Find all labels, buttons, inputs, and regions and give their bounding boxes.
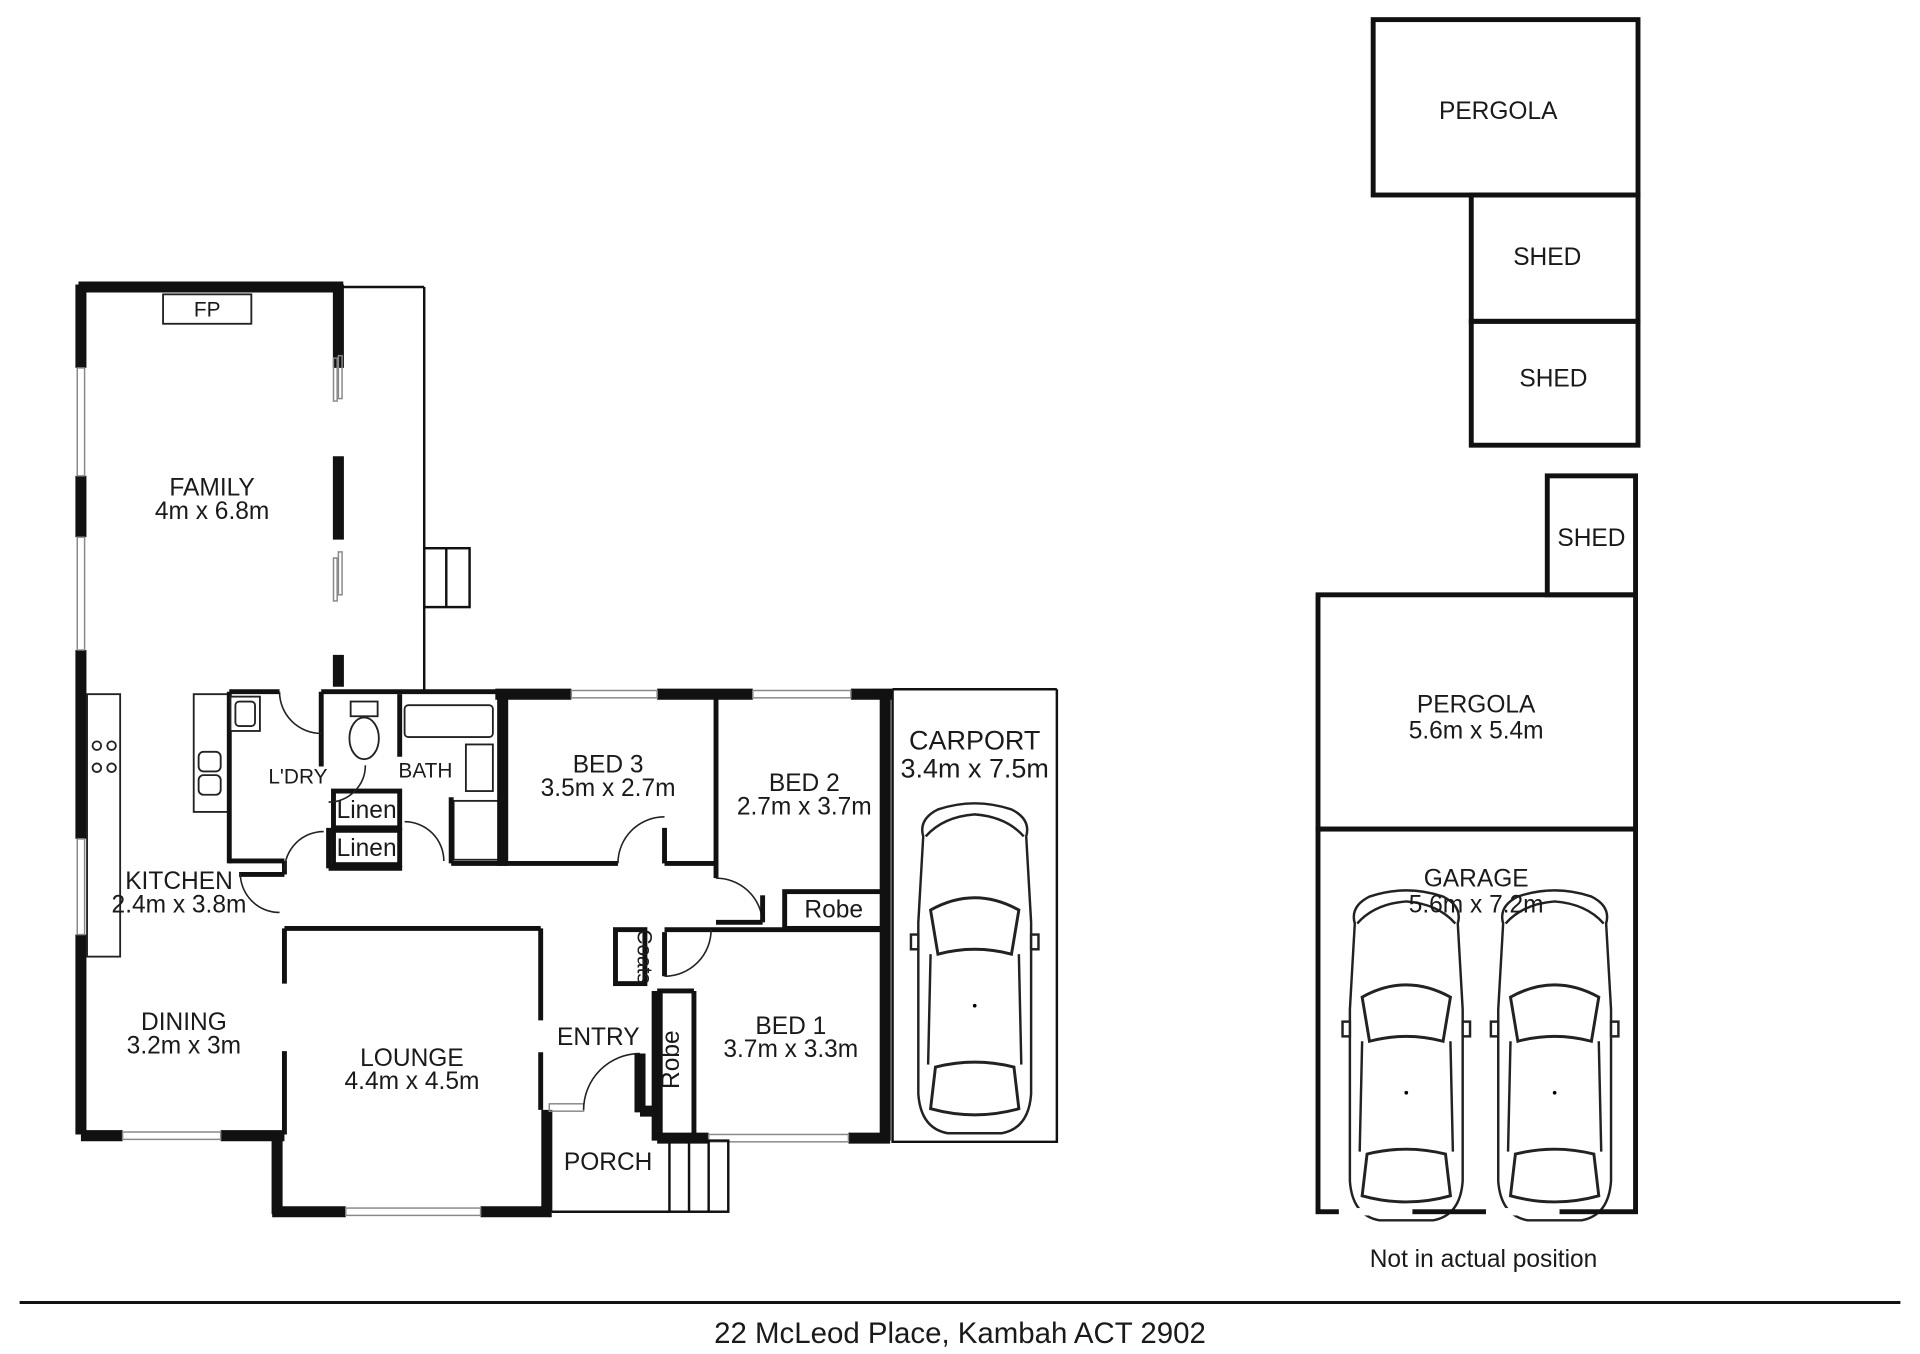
fireplace <box>162 293 253 325</box>
kitchen-size: 2.4m x 3.8m <box>112 891 247 918</box>
linen-label-1: Linen <box>337 797 397 824</box>
pergola-label: PERGOLA <box>1417 692 1536 719</box>
shed-3-label: SHED <box>1557 525 1625 552</box>
shed-1-label: SHED <box>1513 244 1581 271</box>
family-label: FAMILY <box>169 474 254 501</box>
linen-label-2: Linen <box>337 835 397 862</box>
bed2-label: BED 2 <box>769 770 840 797</box>
car-carport <box>909 801 1040 1135</box>
bed3-label: BED 3 <box>573 752 644 779</box>
shed-2-label: SHED <box>1519 365 1587 392</box>
dining-size: 3.2m x 3m <box>127 1033 241 1060</box>
wet-area-walls <box>226 689 504 914</box>
kitchen-bench <box>86 693 229 958</box>
bed1-robe-label: Robe <box>658 1030 685 1089</box>
bath-label: BATH <box>398 760 452 783</box>
address: 22 McLeod Place, Kambah ACT 2902 <box>714 1317 1206 1350</box>
dining-label: DINING <box>141 1009 227 1036</box>
bed2-size: 2.7m x 3.7m <box>737 793 872 820</box>
garage-size: 5.6m x 7.2m <box>1409 891 1544 918</box>
bedroom-wing-walls <box>495 688 893 1144</box>
carport-size: 3.4m x 7.5m <box>901 754 1049 784</box>
shed-2 <box>1468 318 1641 448</box>
lounge-label: LOUNGE <box>360 1045 464 1072</box>
coats-label: Coats <box>633 929 656 983</box>
pergola-top-label: PERGOLA <box>1439 98 1558 125</box>
outbuildings <box>1315 17 1641 1216</box>
laundry-label: L'DRY <box>268 766 327 789</box>
garage-label: GARAGE <box>1424 866 1529 893</box>
car-garage-right <box>1489 888 1620 1222</box>
pergola-size: 5.6m x 5.4m <box>1409 717 1544 744</box>
bed1-label: BED 1 <box>755 1013 826 1040</box>
fireplace-label: FP <box>194 298 221 321</box>
bed1-size: 3.7m x 3.3m <box>723 1036 858 1063</box>
position-note: Not in actual position <box>1370 1246 1598 1273</box>
lounge-size: 4.4m x 4.5m <box>345 1068 480 1095</box>
living-walls <box>80 925 730 1218</box>
porch-label: PORCH <box>564 1149 653 1176</box>
bed3-size: 3.5m x 2.7m <box>541 775 676 802</box>
carport-label: CARPORT <box>909 725 1040 755</box>
kitchen-label: KITCHEN <box>125 868 233 895</box>
bed2-robe-label: Robe <box>804 896 863 923</box>
family-size: 4m x 6.8m <box>155 498 269 525</box>
garage <box>1315 826 1639 1215</box>
main-house <box>75 281 1059 1218</box>
car-garage-left <box>1341 888 1472 1222</box>
entry-label: ENTRY <box>557 1024 640 1051</box>
family-room-walls <box>75 281 471 1135</box>
carport <box>891 688 1059 1144</box>
